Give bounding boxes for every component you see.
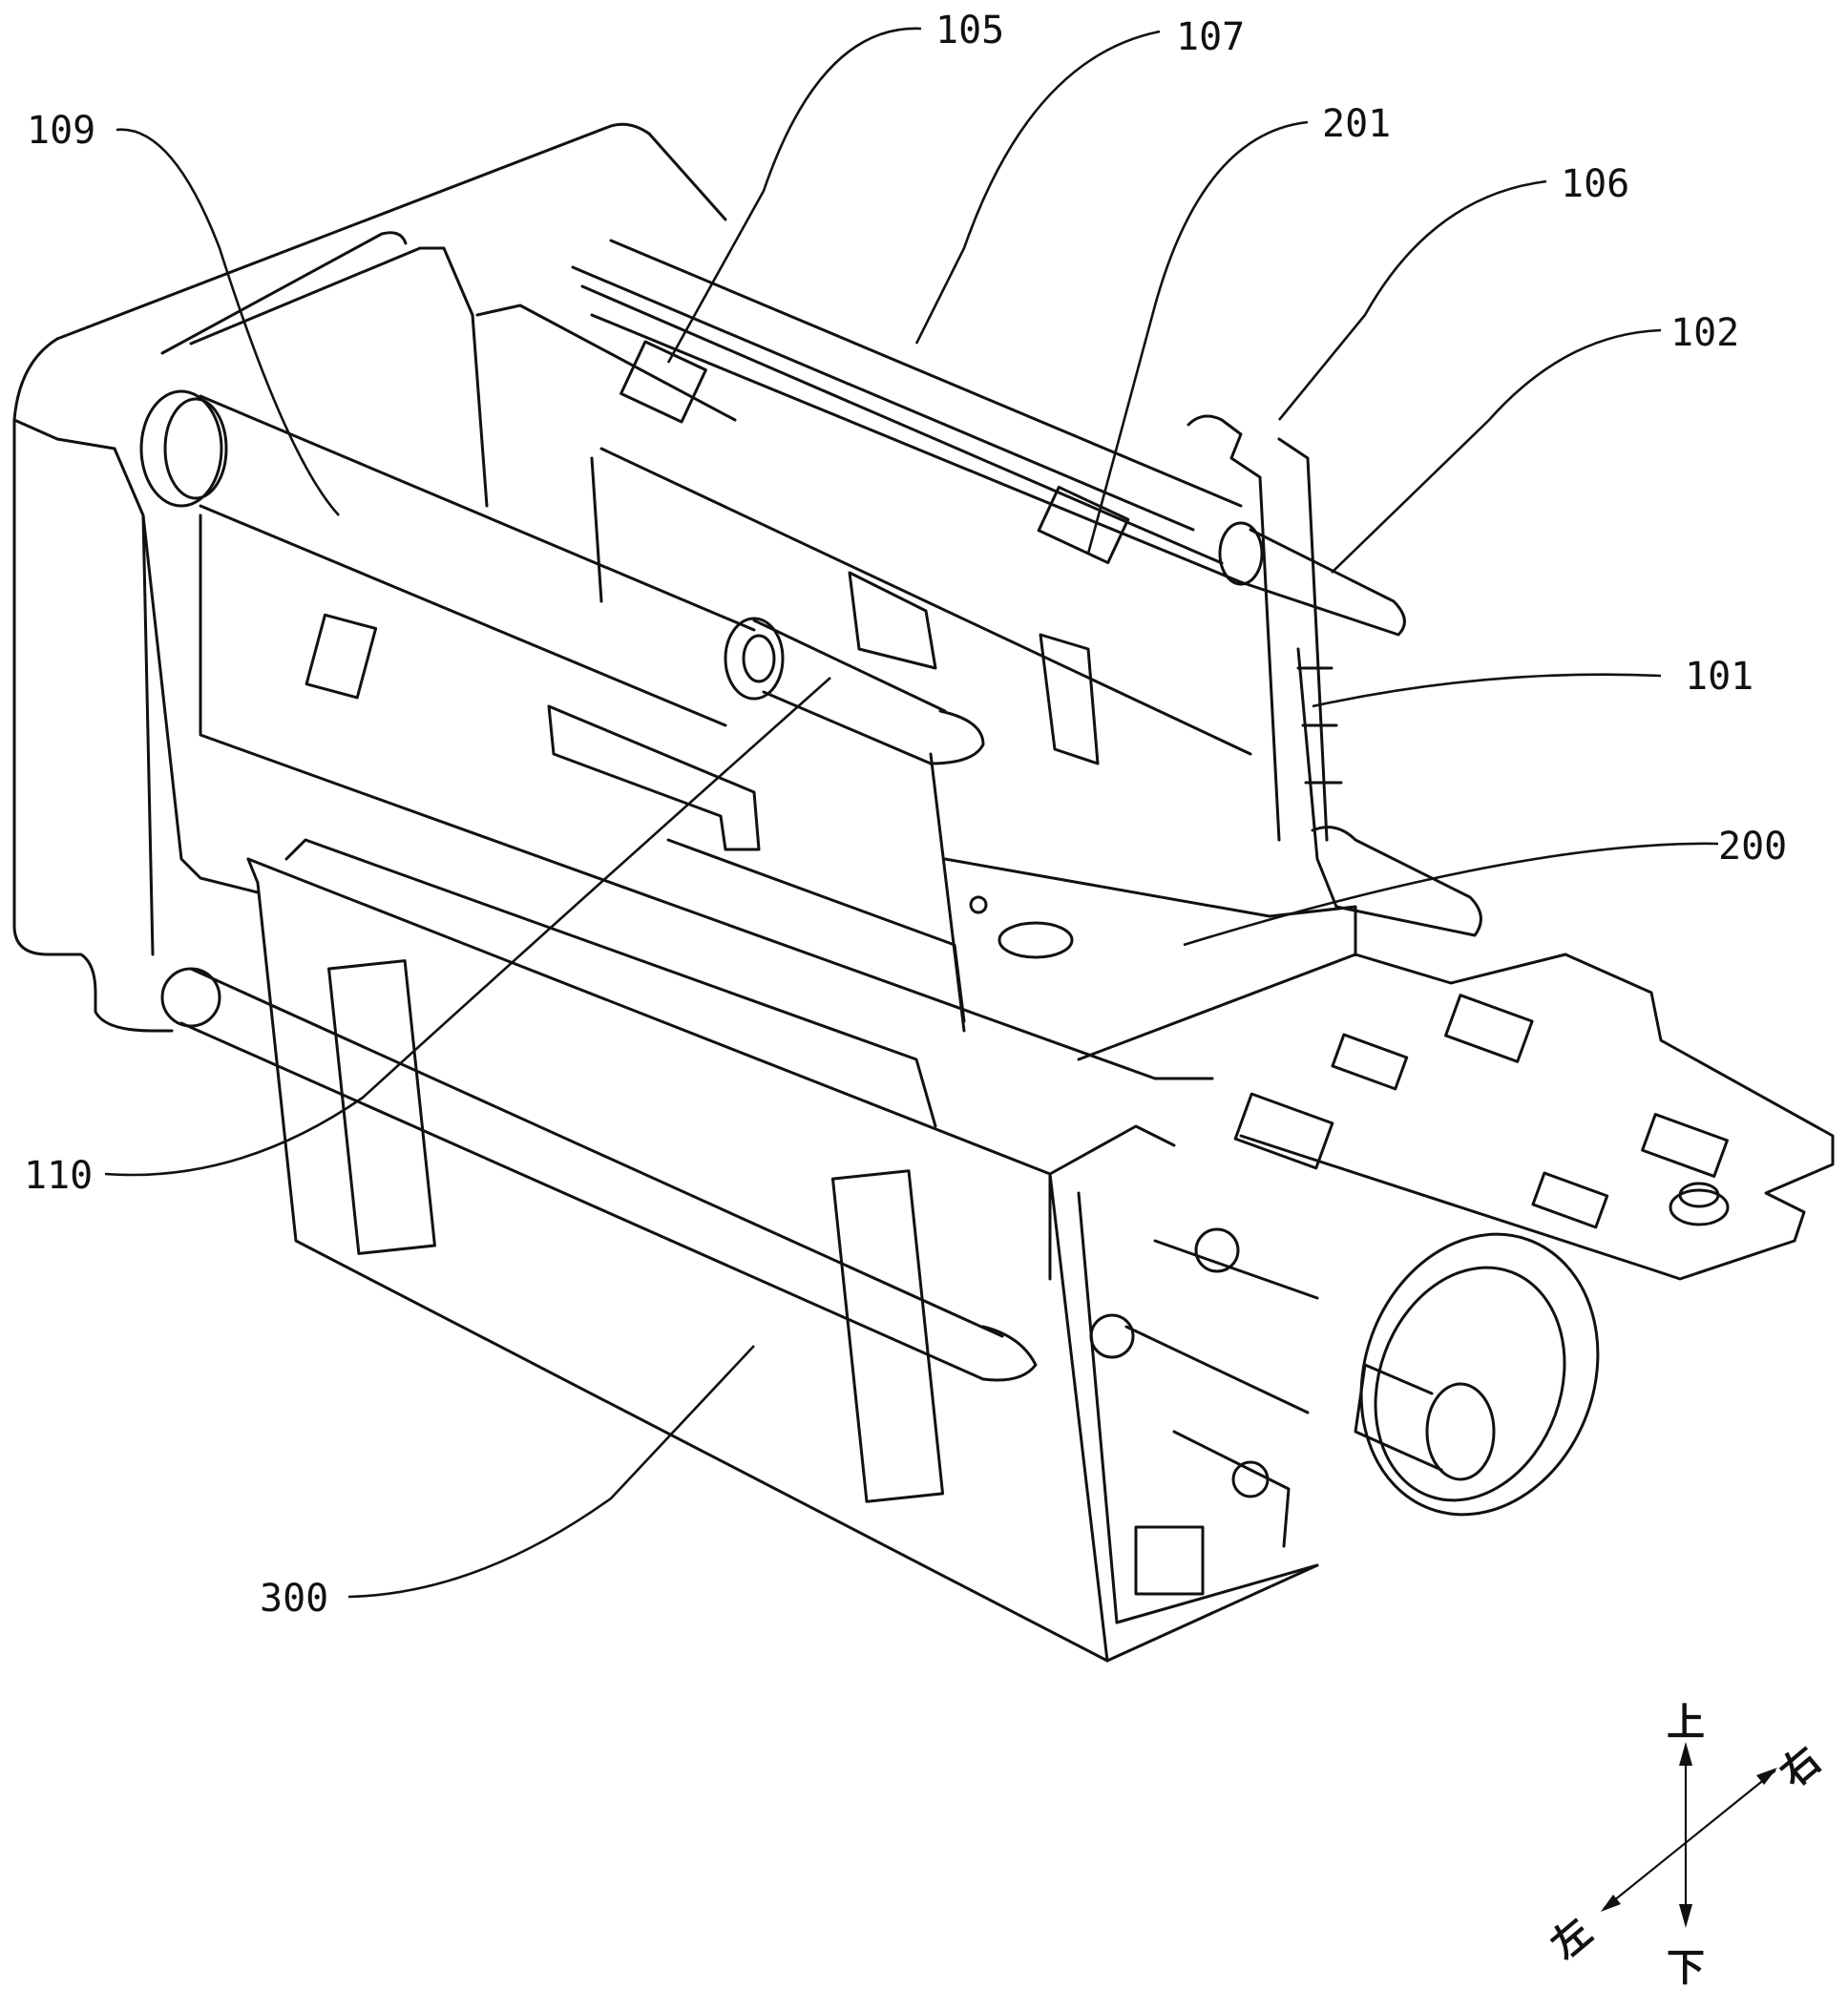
left-arrow-icon (1601, 1895, 1621, 1912)
label-110: 110 (24, 1154, 93, 1198)
direction-indicator: 上 下 左 右 (1543, 1701, 1829, 1990)
housing-frame (12, 122, 737, 1033)
plate-200 (943, 857, 1835, 1281)
label-101: 101 (1685, 655, 1754, 699)
label-109: 109 (27, 109, 95, 153)
label-300: 300 (260, 1577, 328, 1621)
direction-up-label: 上 (1667, 1701, 1705, 1745)
label-106: 106 (1561, 162, 1629, 206)
rod-110 (724, 617, 985, 1033)
side-bracket (1218, 521, 1482, 937)
diagonal-axis-line (1603, 1770, 1776, 1910)
right-arrow-icon (1756, 1768, 1777, 1785)
down-arrow-icon (1679, 1904, 1692, 1928)
direction-left-label: 左 (1543, 1910, 1600, 1968)
rod-109 (139, 389, 756, 727)
label-201: 201 (1322, 102, 1391, 146)
label-200: 200 (1718, 825, 1787, 869)
label-105: 105 (935, 9, 1004, 52)
end-mechanism (1077, 1191, 1600, 1624)
leader-201 (1086, 120, 1309, 555)
label-107: 107 (1176, 15, 1245, 59)
leader-110 (104, 677, 831, 1177)
leader-106 (1277, 179, 1547, 421)
leader-105 (666, 27, 922, 364)
upper-rod-assembly (571, 239, 1329, 842)
leader-107 (914, 30, 1161, 345)
up-arrow-icon (1679, 1742, 1692, 1766)
direction-down-label: 下 (1667, 1946, 1705, 1990)
slotted-plate (199, 447, 1252, 1080)
leader-102 (1331, 328, 1662, 574)
leader-300 (347, 1345, 755, 1599)
label-102: 102 (1670, 311, 1739, 355)
leader-109 (116, 128, 340, 516)
lower-box-300 (246, 838, 1319, 1663)
leader-101 (1312, 673, 1662, 708)
reference-labels: 109 105 107 201 106 102 101 200 110 300 (24, 9, 1787, 1621)
direction-right-label: 右 (1772, 1738, 1829, 1796)
leader-200 (1183, 842, 1719, 947)
leader-lines (104, 27, 1719, 1599)
lower-rod (160, 967, 1038, 1382)
